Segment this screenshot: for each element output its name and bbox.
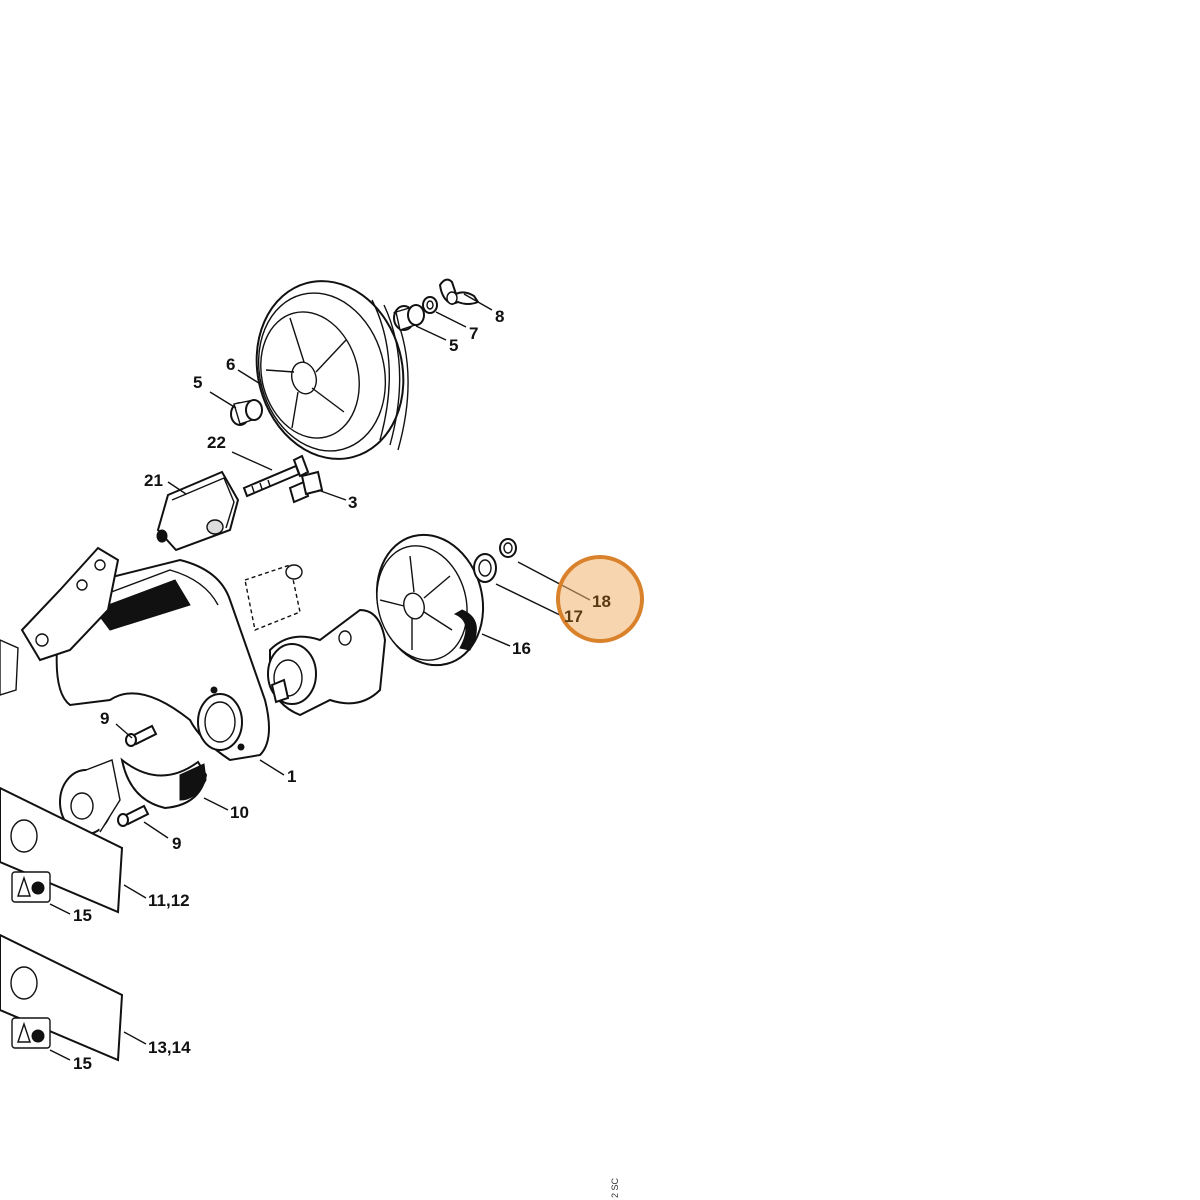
- callout-15-top: 15: [73, 906, 92, 925]
- callout-1: 1: [287, 767, 296, 786]
- wing-nut-part-8[interactable]: [438, 278, 480, 306]
- screw-part-9-top[interactable]: [125, 724, 158, 747]
- mounting-plate[interactable]: [0, 546, 120, 696]
- callout-21: 21: [144, 471, 163, 490]
- screw-part-9-bottom[interactable]: [117, 804, 150, 827]
- callout-11-12: 11,12: [148, 891, 190, 910]
- callout-7: 7: [469, 324, 478, 343]
- small-wheel-part-16[interactable]: [363, 523, 498, 677]
- callout-9-top: 9: [100, 709, 109, 728]
- washer-part-7[interactable]: [422, 296, 438, 314]
- bushing-part-5-right[interactable]: [393, 304, 425, 331]
- drawing-code: 2 SC: [610, 1177, 620, 1198]
- highlight-circle: [556, 555, 644, 643]
- callout-5-right: 5: [449, 336, 458, 355]
- callout-8: 8: [495, 307, 504, 326]
- callout-16: 16: [512, 639, 531, 658]
- callout-5-left: 5: [193, 373, 202, 392]
- callout-15-bottom: 15: [73, 1054, 92, 1073]
- callout-9-bottom: 9: [172, 834, 181, 853]
- screw-part-3[interactable]: [288, 470, 324, 504]
- gearbox-assembly[interactable]: [244, 564, 387, 717]
- callout-13-14: 13,14: [148, 1038, 191, 1057]
- guard-part-10[interactable]: [120, 757, 208, 810]
- blade-holder[interactable]: [59, 759, 121, 835]
- bracket-part-21[interactable]: [156, 470, 240, 552]
- callout-17: 17: [564, 607, 583, 626]
- callout-22: 22: [207, 433, 226, 452]
- retaining-ring-part-18[interactable]: [499, 538, 517, 558]
- main-housing-part-1[interactable]: [55, 558, 270, 762]
- callout-10: 10: [230, 803, 249, 822]
- bushing-part-5-left[interactable]: [230, 399, 263, 426]
- callout-labels: 8 7 5 6 5 22 21 3 18 17 16 9 1 10 9 11,1…: [73, 307, 611, 1073]
- blade-part-11-12[interactable]: [0, 786, 124, 914]
- callout-3: 3: [348, 493, 357, 512]
- callout-6: 6: [226, 355, 235, 374]
- callout-18: 18: [592, 592, 611, 611]
- axle-bolt-part-22[interactable]: [242, 454, 310, 498]
- large-wheel-part-6[interactable]: [237, 264, 423, 475]
- washer-part-17[interactable]: [473, 553, 497, 583]
- blade-part-13-14[interactable]: [0, 933, 124, 1062]
